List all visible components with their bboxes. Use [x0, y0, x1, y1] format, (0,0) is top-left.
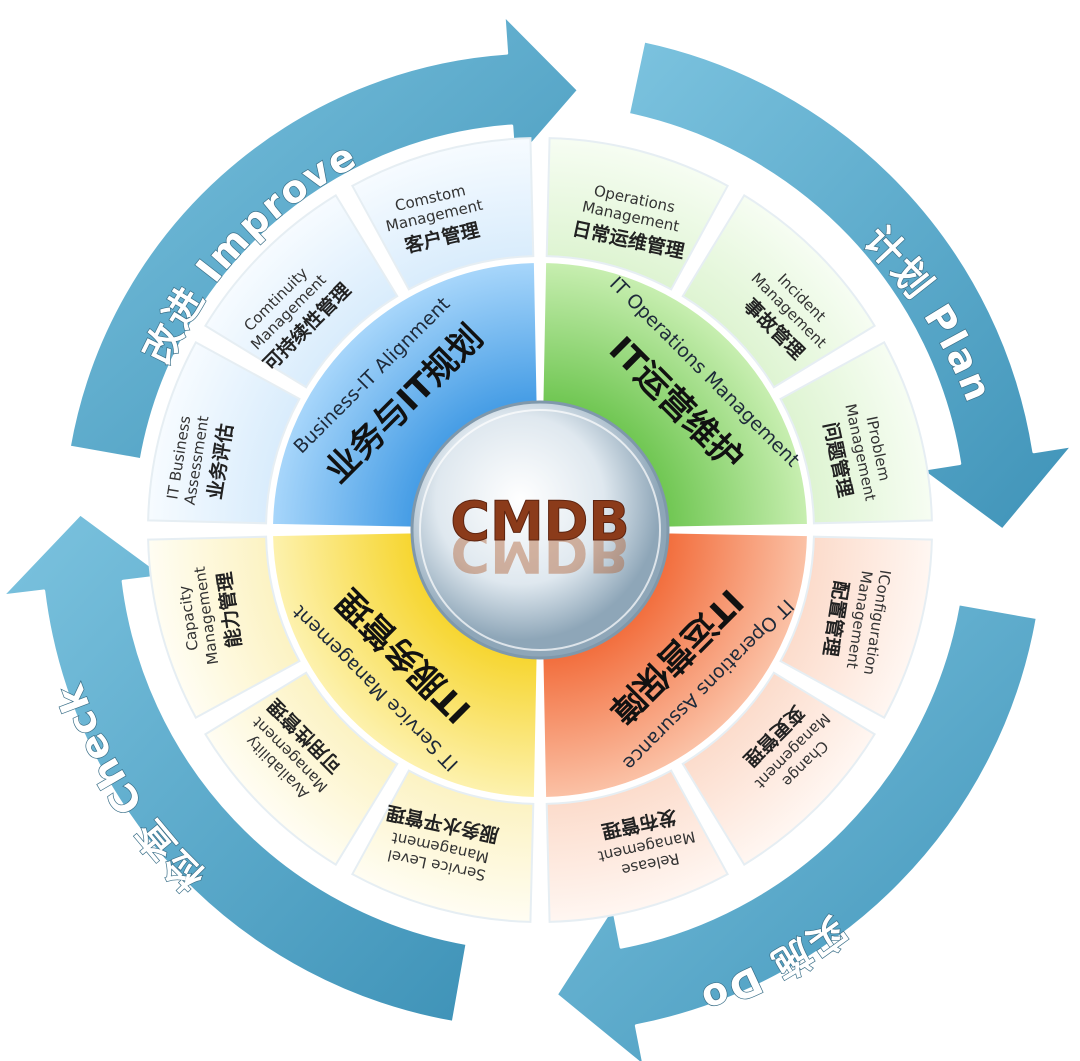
arrow-plan — [626, 39, 1075, 532]
sub-item-it-business-assessment: IT Business Assessment 业务评估 — [162, 407, 239, 511]
sub-segment-it-operations-assurance-3 — [545, 769, 730, 923]
sub-segment-business-it-alignment-3 — [350, 137, 535, 291]
arrow-do — [554, 602, 1039, 1061]
arrow-check — [0, 512, 469, 1024]
arrow-improve — [67, 13, 580, 462]
sub-segment-it-operations-management-3 — [779, 340, 933, 525]
sub-segment-it-operations-management-1 — [545, 137, 730, 291]
sub-segment-it-service-management-2 — [204, 671, 399, 866]
sub-segment-it-service-management-1 — [350, 769, 535, 923]
sub-segment-it-operations-management-2 — [681, 194, 876, 389]
sub-segments — [147, 137, 933, 923]
cycle-arrows — [0, 13, 1075, 1061]
sub-item-problem-management: IProblem Management 问题管理 — [816, 398, 899, 513]
sub-segment-it-operations-assurance-1 — [779, 535, 933, 720]
sub-segment-business-it-alignment-1 — [147, 340, 301, 525]
cmdb-label: CMDB — [450, 490, 629, 553]
sub-segment-business-it-alignment-2 — [204, 194, 399, 389]
quadrant-sectors — [271, 261, 809, 799]
sub-segment-it-service-management-3 — [147, 535, 301, 720]
sub-segment-it-operations-assurance-2 — [681, 671, 876, 866]
cmdb-hub: CMDB CMDB — [410, 400, 670, 660]
cmdb-reflection: CMDB — [450, 521, 629, 584]
